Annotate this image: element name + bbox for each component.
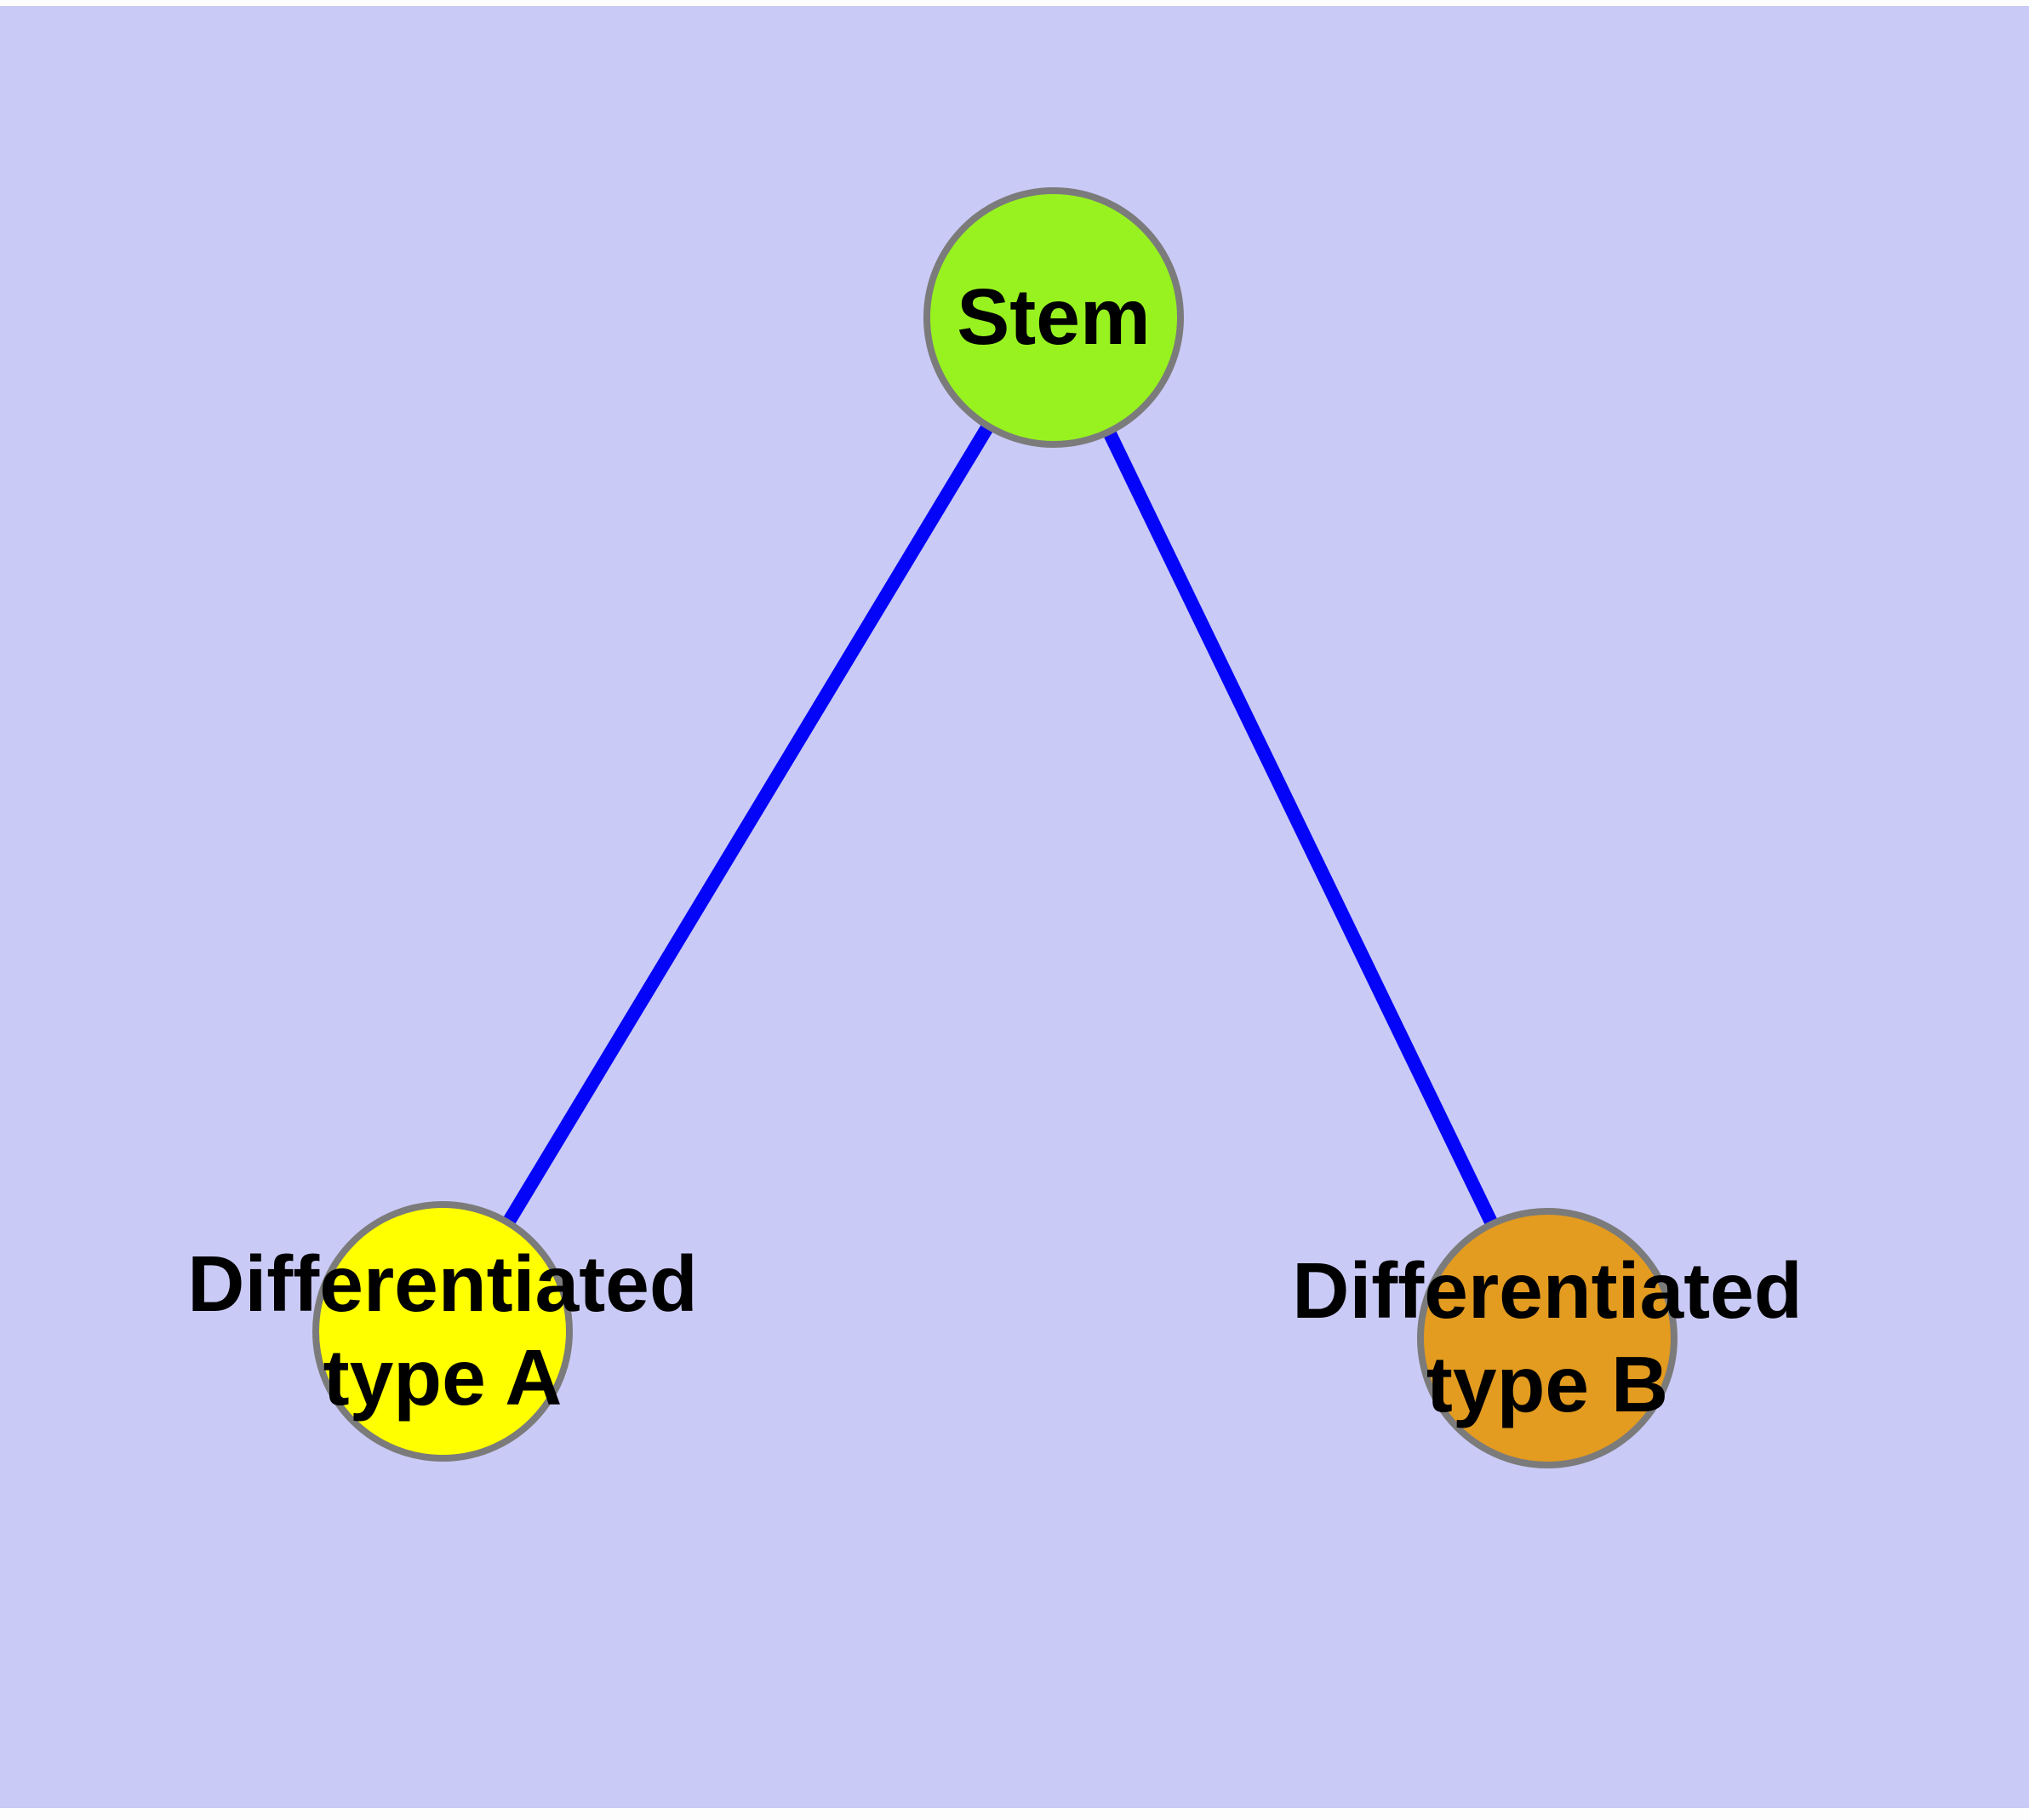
node-stem[interactable]: Stem [923,187,1184,448]
edge-stem-to-type-b [1047,314,1554,1342]
node-differentiated-type-b-label-line2: type B [1426,1340,1669,1428]
node-differentiated-type-b-label-line1: Differentiated [1292,1246,1803,1336]
node-differentiated-type-a[interactable]: Differentiated type A [187,1201,698,1462]
node-differentiated-type-a-label-line2: type A [323,1333,563,1422]
canvas-bottom-edge [0,1808,2029,1820]
node-differentiated-type-b-label: Differentiated type B [1292,1245,1802,1431]
node-differentiated-type-b[interactable]: Differentiated type B [1292,1208,1803,1468]
node-differentiated-type-a-label-line1: Differentiated [187,1239,698,1329]
canvas-top-edge [0,0,2029,6]
node-differentiated-type-a-label: Differentiated type A [187,1238,697,1424]
node-stem-label: Stem [957,272,1151,362]
edge-stem-to-type-a [437,313,1060,1336]
